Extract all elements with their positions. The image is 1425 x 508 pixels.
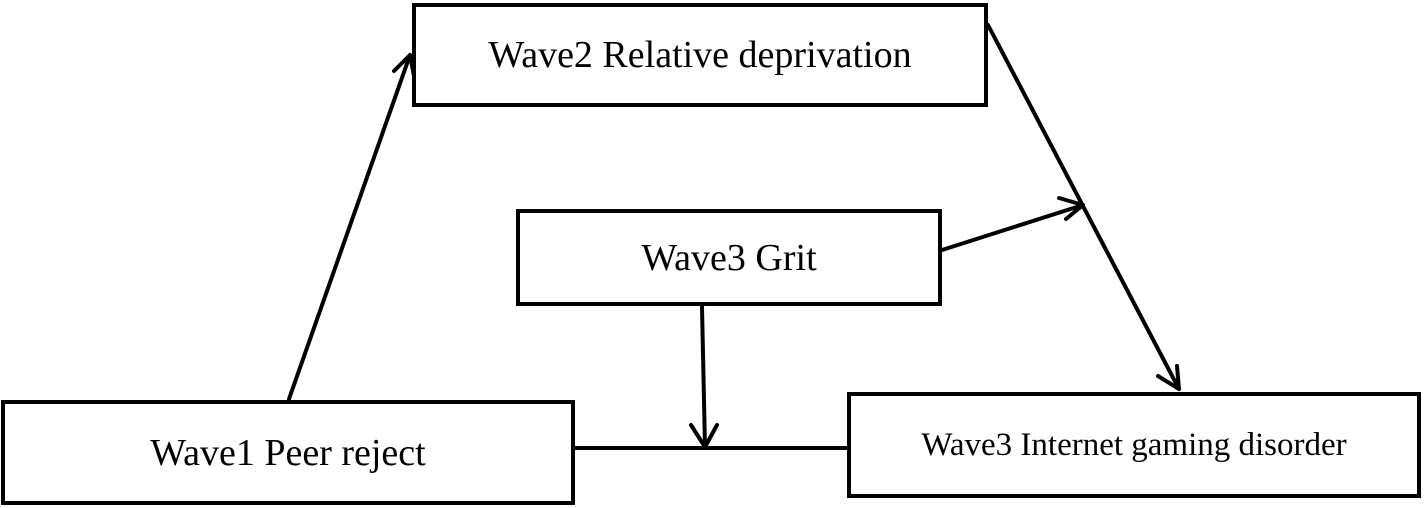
node-label-internet-gaming-disorder: Wave3 Internet gaming disorder (921, 426, 1347, 463)
edge-grit-moderation-lower (700, 305, 707, 449)
arrowhead-igd-top (1156, 364, 1181, 391)
arrowhead-grit-moderation-lower (689, 423, 719, 449)
edge-grit-moderation-upper (940, 203, 1085, 252)
node-label-grit: Wave3 Grit (641, 236, 817, 279)
node-grit: Wave3 Grit (516, 209, 942, 306)
node-label-relative-deprivation: Wave2 Relative deprivation (488, 34, 912, 76)
arrowhead-grit-moderation-upper (1057, 196, 1085, 221)
node-label-peer-reject: Wave1 Peer reject (150, 431, 426, 474)
node-internet-gaming-disorder: Wave3 Internet gaming disorder (847, 392, 1421, 498)
node-relative-deprivation: Wave2 Relative deprivation (412, 3, 988, 107)
node-peer-reject: Wave1 Peer reject (1, 400, 575, 505)
edge-peer-reject-to-relative-deprivation (287, 53, 412, 401)
